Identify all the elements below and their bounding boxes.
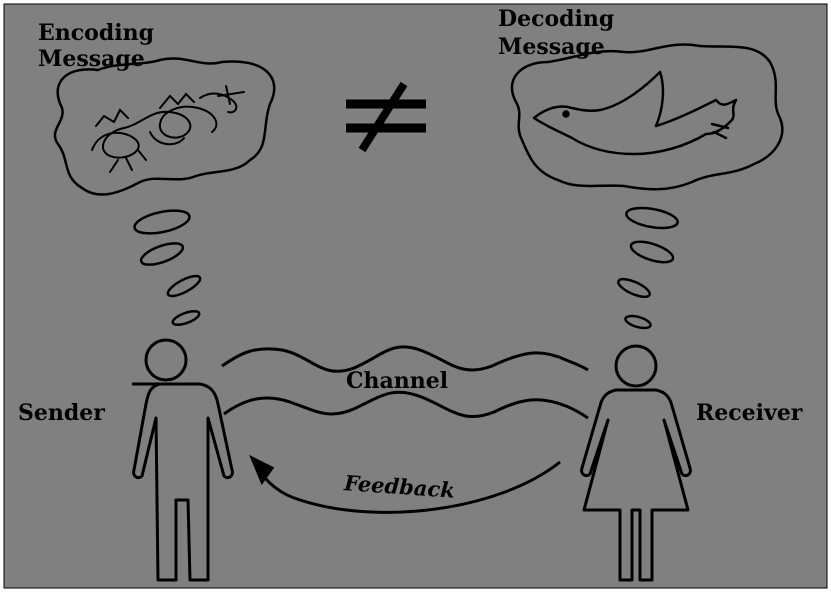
- decoding-label-line1: Decoding: [498, 6, 614, 32]
- channel-label: Channel: [346, 368, 448, 394]
- sender-label: Sender: [18, 400, 105, 426]
- background-panel: [4, 4, 827, 588]
- encoding-label-line2: Message: [38, 46, 145, 72]
- decoding-label-line2: Message: [498, 34, 605, 60]
- encoding-label-line1: Encoding: [38, 20, 154, 46]
- receiver-label: Receiver: [696, 400, 803, 426]
